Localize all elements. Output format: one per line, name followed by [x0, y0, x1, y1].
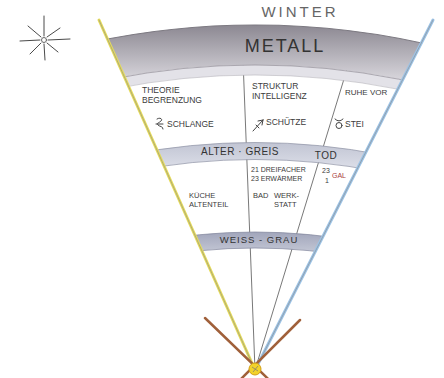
text-slot: RUHE VOR: [345, 88, 387, 97]
text-slot: 23: [322, 167, 330, 175]
text-slot: BAD: [253, 192, 268, 201]
star-center: [42, 38, 47, 43]
metal-band-fill: [0, 45, 444, 378]
capricorn-symbol: [336, 123, 342, 129]
text-slot: ALTER · GREIS: [201, 146, 279, 158]
room-label: WERK- STATT: [274, 192, 304, 209]
sign-symbols: [156, 118, 343, 131]
organ-label: GAL: [332, 172, 346, 180]
age-band: ALTER · GREIS TOD: [199, 144, 339, 164]
text-slot: THEORIE BEGRENZUNG: [142, 86, 208, 106]
capricorn-symbol: [335, 119, 343, 121]
band-edge: [0, 248, 444, 378]
text-slot: SCHLANGE: [167, 120, 214, 130]
band-edge: [0, 143, 444, 378]
band-edge: [0, 160, 444, 378]
text-slot: WERK- STATT: [274, 192, 304, 209]
brown-stick: [220, 320, 300, 378]
text-slot: SCHÜTZE: [266, 118, 306, 128]
light-band-fill: [0, 70, 444, 378]
organ-label: 23 ERWÄRMER: [251, 175, 302, 183]
band-edge: [0, 232, 444, 378]
sagittarius-symbol: [253, 120, 263, 131]
column-divider: [255, 60, 350, 370]
sign-label: SCHÜTZE: [266, 118, 306, 128]
color-band: WEISS - GRAU: [218, 233, 301, 248]
sector-edges: [99, 20, 433, 370]
text-slot: GAL: [332, 172, 346, 180]
color-band-fill: [0, 240, 444, 378]
column-divider: [243, 60, 255, 370]
apex-sun: [249, 363, 261, 375]
age-text: TOD: [315, 150, 337, 162]
star-ray: [48, 39, 70, 40]
hour-number: 23: [322, 167, 330, 175]
color-name: WEISS - GRAU: [220, 235, 299, 246]
star-ray: [47, 43, 58, 52]
band-edge: [0, 75, 444, 378]
element-band: METALL: [243, 34, 328, 59]
band-edge: [0, 65, 444, 378]
star-ray: [20, 40, 40, 41]
star-ray: [47, 28, 60, 37]
hour-number: 1: [325, 177, 329, 185]
sector-bands: [0, 25, 444, 378]
star-ray: [30, 43, 41, 54]
star-ray: [44, 16, 45, 36]
snake-symbol: [156, 118, 163, 129]
blue-edge: [255, 20, 433, 370]
yellow-edge: [99, 20, 255, 370]
room-label: BAD: [253, 192, 268, 201]
text-slot: KÜCHE ALTENTEIL: [189, 192, 233, 209]
sign-label: STEI: [345, 120, 364, 130]
text-slot: STEI: [345, 120, 364, 130]
age-text: ALTER · GREIS: [201, 146, 279, 158]
star-ray: [28, 26, 41, 37]
edge-pencil-line: [99, 20, 255, 370]
text-slot: WINTER: [261, 3, 338, 20]
brown-stick: [205, 318, 290, 378]
text-slot: METALL: [245, 36, 326, 57]
element-name: METALL: [245, 36, 326, 57]
text-slot: 21 DREIFACHER: [251, 166, 306, 174]
animal-label: SCHLANGE: [167, 120, 214, 130]
star-ray: [44, 44, 45, 60]
age-band-fill: [0, 151, 444, 378]
season-title: WINTER: [261, 3, 338, 20]
quality-label: STRUKTUR INTELLIGENZ: [252, 82, 318, 102]
quality-label: THEORIE BEGRENZUNG: [142, 86, 208, 106]
compass-star: [20, 16, 70, 60]
text-slot: 23 ERWÄRMER: [251, 175, 302, 183]
text-slot: TOD: [315, 150, 337, 162]
quality-label: RUHE VOR: [345, 88, 387, 97]
apex-cross: [205, 318, 300, 378]
organ-label: 21 DREIFACHER: [251, 166, 306, 174]
text-slot: 1: [325, 177, 329, 185]
text-slot: STRUKTUR INTELLIGENZ: [252, 82, 318, 102]
apex-scribble: [252, 366, 258, 372]
sector-top-arc: [0, 25, 444, 378]
edge-pencil-line: [255, 20, 433, 370]
text-slot: WEISS - GRAU: [220, 235, 299, 246]
room-label: KÜCHE ALTENTEIL: [189, 192, 233, 209]
